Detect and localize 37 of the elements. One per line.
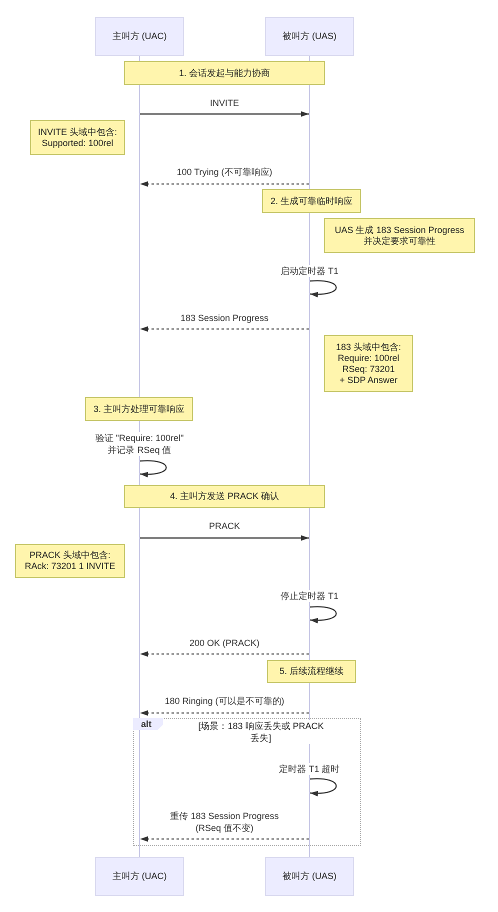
participant-box: 被叫方 (UAS) [265, 17, 354, 56]
participant-box: 主叫方 (UAC) [95, 17, 184, 56]
message-label: 200 OK (PRACK) [187, 637, 262, 649]
note: 2. 生成可靠临时响应 [262, 189, 361, 213]
note: INVITE 头域中包含: Supported: 100rel [30, 120, 125, 155]
message-label: PRACK [207, 520, 242, 532]
message-arrow [140, 710, 309, 716]
message-label: 183 Session Progress [178, 312, 271, 324]
note: 4. 主叫方发送 PRACK 确认 [124, 485, 325, 508]
self-message-arrow [310, 280, 337, 298]
note: PRACK 头域中包含: RAck: 73201 1 INVITE [15, 544, 125, 578]
participant-box: 主叫方 (UAC) [95, 857, 184, 896]
message-arrow [140, 111, 309, 117]
message-arrow [140, 836, 309, 842]
note: 3. 主叫方处理可靠响应 [85, 397, 193, 421]
message-label: INVITE [208, 97, 241, 109]
message-arrow [140, 181, 309, 187]
message-label: 验证 "Require: 100rel" 并记录 RSeq 值 [93, 432, 186, 456]
self-message-arrow [310, 606, 337, 624]
message-arrow [140, 326, 309, 332]
message-label: 180 Ringing (可以是不可靠的) [162, 695, 286, 707]
message-label: 重传 183 Session Progress (RSeq 值不变) [168, 810, 281, 834]
message-label: 100 Trying (不可靠响应) [174, 166, 274, 178]
message-arrow [140, 651, 309, 657]
note: 183 头域中包含: Require: 100rel RSeq: 73201 + SDP Answer [324, 335, 413, 392]
self-message-arrow [310, 778, 337, 796]
frame-tab: alt [133, 718, 163, 730]
note: 5. 后续流程继续 [267, 660, 356, 683]
self-message-arrow [140, 460, 167, 478]
participant-box: 被叫方 (UAS) [265, 857, 354, 896]
message-label: 停止定时器 T1 [278, 590, 340, 602]
note: UAS 生成 183 Session Progress 并决定要求可靠性 [324, 218, 475, 253]
message-label: 定时器 T1 超时 [277, 763, 342, 775]
condition-text: [场景：183 响应丢失或 PRACK 丢失] [197, 720, 325, 744]
note: 1. 会话发起与能力协商 [124, 61, 325, 85]
message-label: 启动定时器 T1 [278, 265, 340, 277]
message-arrow [140, 535, 309, 541]
